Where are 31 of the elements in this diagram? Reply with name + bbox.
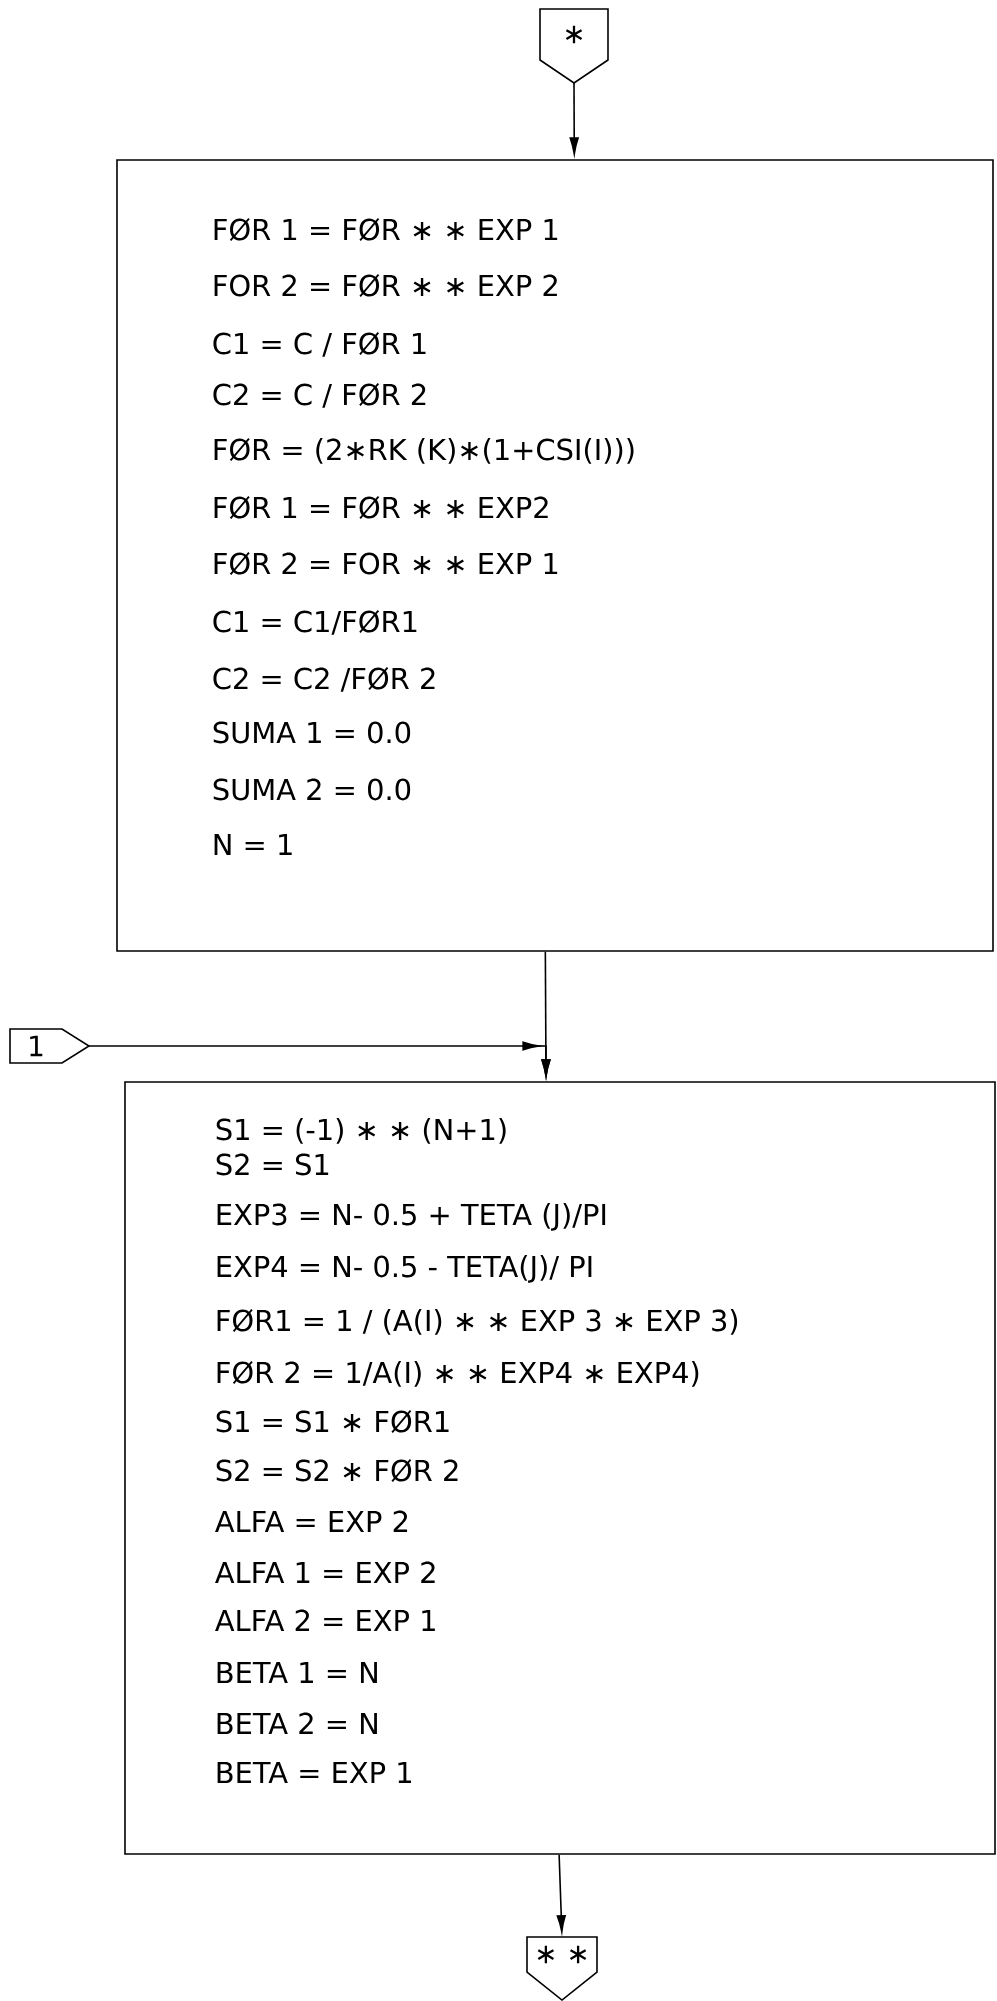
off-page-connector: ∗ ∗ xyxy=(526,1936,598,2001)
code-line: ALFA 2 = EXP 1 xyxy=(215,1609,435,1631)
code-line: EXP4 = N- 0.5 - TETA(J)/ PI xyxy=(217,1255,592,1283)
code-line: FØR = (2∗RK (K)∗(1+CSI(I))) xyxy=(214,438,634,464)
code-line: S2 = S2 ∗ FØR 2 xyxy=(216,1459,458,1482)
code-line: C2 = C2 /FØR 2 xyxy=(213,667,435,692)
code-line: ALFA 1 = EXP 2 xyxy=(215,1561,435,1583)
code-line: FØR1 = 1 / (A(I) ∗ ∗ EXP 3 ∗ EXP 3) xyxy=(217,1309,738,1335)
code-line: C2 = C / FØR 2 xyxy=(213,383,426,408)
off-page-connector: 1 xyxy=(9,1028,91,1064)
code-line: BETA 1 = N xyxy=(217,1661,377,1683)
code-line: C1 = C1/FØR1 xyxy=(213,610,417,635)
process-box xyxy=(124,1081,996,1855)
code-line: EXP3 = N- 0.5 + TETA (J)/PI xyxy=(217,1203,606,1231)
process-box xyxy=(116,159,994,952)
code-line: S2 = S1 xyxy=(216,1153,329,1176)
code-line: S1 = S1 ∗ FØR1 xyxy=(216,1410,449,1433)
code-line: S1 = (-1) ∗ ∗ (N+1) xyxy=(216,1118,506,1144)
code-line: FØR 1 = FØR ∗ ∗ EXP 1 xyxy=(214,218,558,241)
code-line: ALFA = EXP 2 xyxy=(215,1510,408,1532)
code-line: FØR 2 = 1/A(I) ∗ ∗ EXP4 ∗ EXP4) xyxy=(217,1361,699,1387)
off-page-connector: ∗ xyxy=(539,8,609,84)
code-line: BETA 2 = N xyxy=(217,1712,377,1734)
code-line: SUMA 2 = 0.0 xyxy=(213,778,411,801)
code-line: FØR 2 = FOR ∗ ∗ EXP 1 xyxy=(214,552,558,575)
code-line: C1 = C / FØR 1 xyxy=(213,332,426,357)
code-line: N = 1 xyxy=(214,833,292,855)
code-line: FØR 1 = FØR ∗ ∗ EXP2 xyxy=(214,496,548,519)
code-line: SUMA 1 = 0.0 xyxy=(213,721,411,744)
code-line: FOR 2 = FØR ∗ ∗ EXP 2 xyxy=(214,274,557,297)
code-line: BETA = EXP 1 xyxy=(217,1761,411,1783)
